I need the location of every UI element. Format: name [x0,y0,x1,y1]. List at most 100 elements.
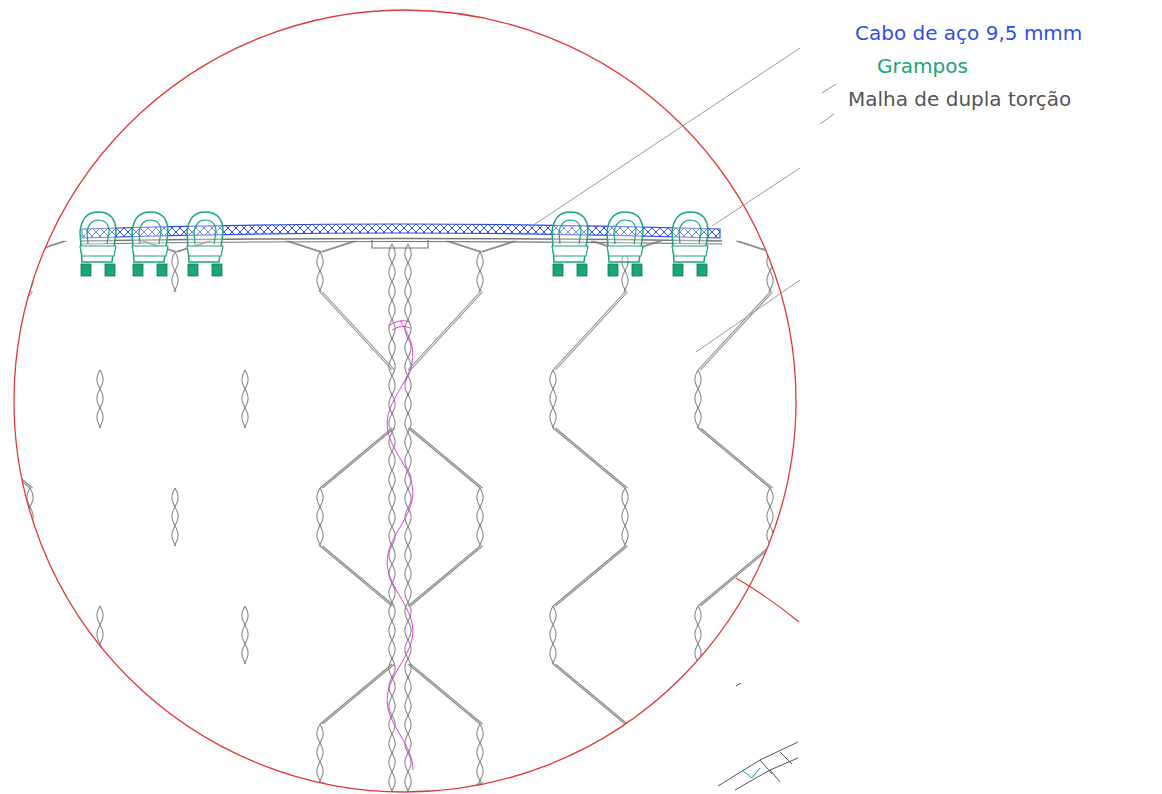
mesh-wire [0,292,30,370]
wire-twist [840,606,846,664]
wire-twist [97,370,103,428]
mesh-wire [0,664,33,724]
mesh-wire [320,428,392,488]
mesh-wire [323,428,395,488]
clip-saddle [672,246,708,256]
mesh-wire [0,241,30,252]
mesh-wire [770,241,804,252]
clip-nut [608,264,618,276]
mesh-wire [698,546,770,606]
mesh-wire [320,664,392,724]
mesh-wire [320,292,392,370]
wire-twist [840,370,846,428]
mesh-wire [556,782,628,794]
wire-twist [27,252,33,292]
mesh-wire [323,241,357,252]
mesh-wire [553,664,625,724]
wire-twist [389,244,395,794]
wire-twist [622,488,628,546]
mesh-wire [698,428,770,488]
wire-twist [622,724,628,782]
mesh-wire [556,428,628,488]
clip-nut [81,264,91,276]
wire-twist [840,606,846,664]
u-bolt [80,212,116,262]
wire-twist [477,252,483,292]
wire-twist [172,252,178,292]
clip-nut [673,264,683,276]
mesh-wire [286,241,320,252]
wire-twist [27,724,33,782]
clip-nut [697,264,707,276]
clip-saddle [552,246,588,256]
u-bolt [679,220,701,244]
wire-twist [172,252,178,292]
u-bolt [139,220,161,244]
lacing-wire [387,320,413,770]
u-bolt [614,220,636,244]
mesh-wire [0,546,33,606]
wire-twist [550,370,556,428]
leader-line [822,84,836,93]
clip-saddle [187,246,223,256]
wire-twist [172,724,178,782]
mesh-wire [33,241,67,252]
mesh-wire [411,664,483,724]
wire-twist [317,488,323,546]
mesh-wire [698,292,770,370]
mesh-wire [736,241,770,252]
u-bolt [559,220,581,244]
clip-nut [133,264,143,276]
wire-twist [767,252,773,292]
wire-twist [242,606,248,664]
wire-twist [242,370,248,428]
mesh-wire [289,241,323,252]
mesh-wire [556,292,628,370]
wire-twist [767,724,773,782]
mesh-wire [0,546,30,606]
mesh-wire [323,292,395,370]
mesh-wire [408,546,480,606]
wire-twist [172,724,178,782]
u-bolt [672,212,708,262]
leader-line [532,48,800,226]
mesh-wire [556,546,628,606]
mesh-wire [411,292,483,370]
clip-saddle [132,246,168,256]
mesh-wire [553,428,625,488]
mesh-wire [408,428,480,488]
detail-circle [14,10,796,792]
wire-clip [552,212,588,276]
mesh-wire [323,664,395,724]
wire-twist [317,724,323,782]
clip-saddle [607,246,643,256]
mesh-wire [408,292,480,370]
callout-label: Grampos [875,55,970,78]
wire-clip [607,212,643,276]
wire-twist [317,252,323,292]
wire-twist [27,724,33,782]
wire-twist [550,606,556,664]
tick-mark [736,683,741,686]
wire-clips [80,212,708,276]
wire-twist [767,724,773,782]
wire-twist [477,724,483,782]
mesh-wire [739,241,773,252]
clip-nut [577,264,587,276]
leader-line [820,114,834,124]
clip-nut [212,264,222,276]
wire-twist [172,488,178,546]
mesh-wire [0,428,30,488]
clip-saddle [80,246,116,256]
wire-twist [477,252,483,292]
wire-twist [550,370,556,428]
u-bolt [607,212,643,262]
mesh-fragment [718,742,798,790]
clip-nut [157,264,167,276]
clip-fragment [742,768,760,778]
mesh-wire [411,546,483,606]
mesh-wire [0,782,30,794]
mesh-wire [0,664,30,724]
mesh-wire [553,546,625,606]
mesh-wire [449,241,483,252]
